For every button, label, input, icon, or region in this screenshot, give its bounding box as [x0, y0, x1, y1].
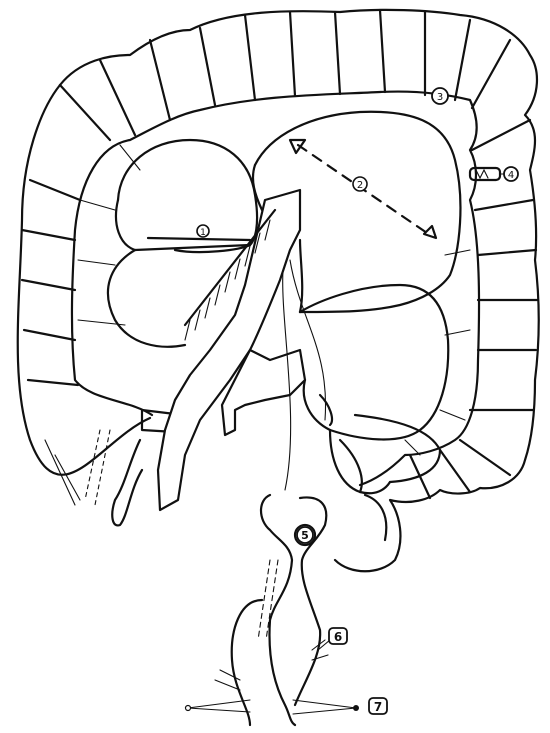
- svg-text:6: 6: [334, 630, 342, 644]
- label-3: 3: [432, 88, 448, 104]
- svg-text:3: 3: [437, 92, 443, 103]
- label-7: 7: [369, 698, 387, 714]
- label-2: 2: [353, 177, 367, 191]
- colon: [18, 10, 539, 571]
- svg-text:4: 4: [508, 170, 514, 181]
- svg-text:7: 7: [374, 700, 382, 714]
- lower-lobes: [300, 285, 448, 493]
- svg-text:1: 1: [200, 228, 206, 238]
- label-4: 4: [504, 167, 518, 181]
- label-6: 6: [318, 628, 347, 650]
- rectum: [186, 495, 387, 725]
- label-1: 1: [197, 225, 209, 238]
- label-5: 5: [297, 527, 313, 543]
- svg-text:5: 5: [301, 529, 309, 542]
- svg-text:2: 2: [357, 180, 363, 191]
